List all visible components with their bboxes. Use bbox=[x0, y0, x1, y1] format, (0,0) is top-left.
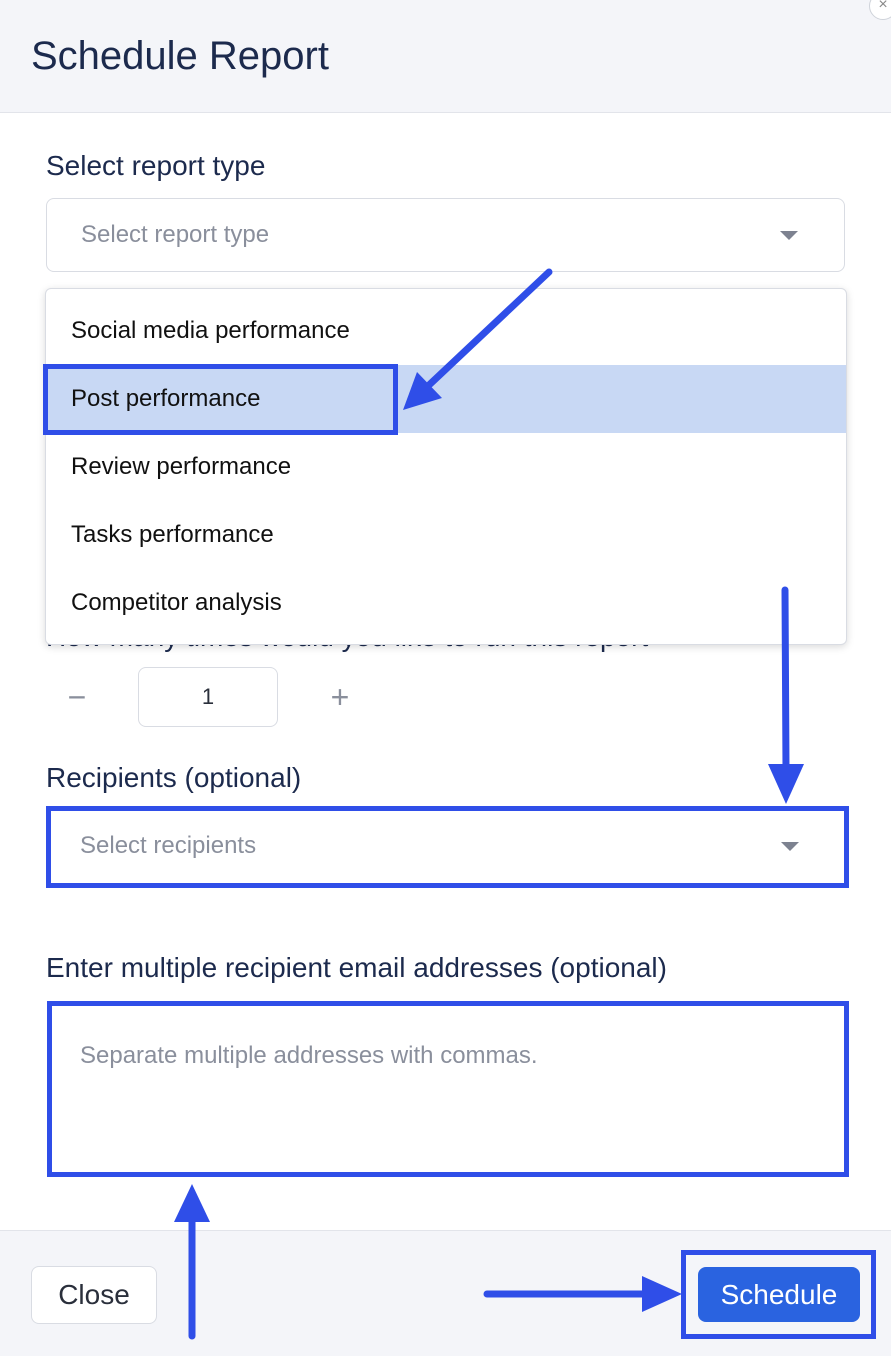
increment-button[interactable]: + bbox=[330, 679, 350, 715]
close-button[interactable]: Close bbox=[31, 1266, 157, 1324]
run-count-input[interactable]: 1 bbox=[138, 667, 278, 727]
modal-header: Schedule Report × bbox=[0, 0, 891, 113]
option-review-performance[interactable]: Review performance bbox=[71, 453, 292, 480]
report-type-label: Select report type bbox=[46, 150, 266, 181]
recipients-placeholder: Select recipients bbox=[80, 832, 257, 859]
option-post-performance[interactable]: Post performance bbox=[46, 365, 846, 433]
option-social-media-performance[interactable]: Social media performance bbox=[71, 317, 350, 344]
emails-placeholder: Separate multiple addresses with commas. bbox=[80, 1042, 538, 1069]
chevron-down-icon bbox=[781, 842, 799, 851]
close-icon[interactable]: × bbox=[869, 0, 891, 20]
chevron-down-icon bbox=[780, 231, 798, 240]
option-competitor-analysis[interactable]: Competitor analysis bbox=[71, 589, 282, 616]
recipients-select[interactable]: Select recipients bbox=[46, 810, 845, 884]
emails-textarea[interactable]: Separate multiple addresses with commas. bbox=[53, 1008, 841, 1168]
report-type-dropdown: Social media performance Post performanc… bbox=[45, 288, 847, 645]
recipients-label: Recipients (optional) bbox=[46, 762, 302, 793]
report-type-placeholder: Select report type bbox=[81, 221, 270, 248]
decrement-button[interactable]: − bbox=[67, 679, 87, 715]
report-type-select[interactable]: Select report type bbox=[46, 198, 845, 272]
modal-title: Schedule Report bbox=[31, 34, 329, 78]
emails-label: Enter multiple recipient email addresses… bbox=[46, 952, 667, 983]
option-tasks-performance[interactable]: Tasks performance bbox=[71, 521, 274, 548]
schedule-button[interactable]: Schedule bbox=[698, 1267, 860, 1322]
